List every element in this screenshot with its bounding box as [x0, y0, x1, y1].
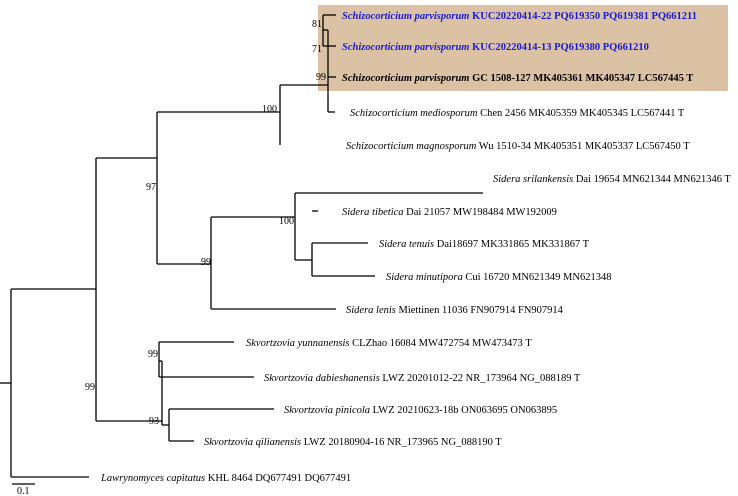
support-value: 99	[316, 72, 326, 83]
taxon-species-name: Schizocorticium parvisporum	[342, 11, 469, 22]
support-values: 81 71 99 100 97 100 99 99 99 93	[85, 19, 326, 427]
support-value: 81	[312, 19, 322, 30]
taxon-voucher: LWZ 20180904-16 NR_173965 NG_088190 T	[301, 437, 502, 448]
taxon-label: Sidera lenis Miettinen 11036 FN907914 FN…	[346, 305, 564, 316]
taxon-voucher: Miettinen 11036 FN907914 FN907914	[396, 305, 564, 316]
taxon-voucher: Cui 16720 MN621349 MN621348	[463, 272, 612, 283]
taxon-label: Schizocorticium mediosporum Chen 2456 MK…	[350, 108, 685, 119]
taxon-label: Sidera minutipora Cui 16720 MN621349 MN6…	[386, 272, 611, 283]
taxon-species-name: Skvortzovia dabieshanensis	[264, 373, 380, 384]
support-value: 99	[148, 349, 158, 360]
taxon-voucher: Dai18697 MK331865 MK331867 T	[434, 239, 590, 250]
taxon-label: Skvortzovia yunnanensis CLZhao 16084 MW4…	[246, 338, 532, 349]
taxon-voucher: GC 1508-127 MK405361 MK405347 LC567445 T	[469, 73, 693, 84]
support-value: 100	[279, 216, 294, 227]
support-value: 100	[262, 104, 277, 115]
taxon-species-name: Schizocorticium parvisporum	[342, 73, 469, 84]
support-value: 99	[85, 382, 95, 393]
taxon-label: Skvortzovia dabieshanensis LWZ 20201012-…	[264, 373, 581, 384]
support-value: 99	[201, 257, 211, 268]
taxon-voucher: KHL 8464 DQ677491 DQ677491	[205, 473, 351, 484]
parvisporum-highlight-box	[318, 5, 728, 91]
taxon-species-name: Sidera lenis	[346, 305, 396, 316]
taxon-voucher: CLZhao 16084 MW472754 MW473473 T	[350, 338, 533, 349]
taxon-species-name: Skvortzovia pinicola	[284, 405, 370, 416]
support-value: 93	[149, 416, 159, 427]
scale-bar: 0.1	[12, 483, 35, 496]
taxon-label: Sidera tenuis Dai18697 MK331865 MK331867…	[379, 239, 590, 250]
taxon-labels: Schizocorticium parvisporum KUC20220414-…	[100, 11, 731, 484]
support-value: 97	[146, 182, 156, 193]
taxon-label: Sidera srilankensis Dai 19654 MN621344 M…	[493, 174, 731, 185]
taxon-species-name: Sidera srilankensis	[493, 174, 573, 185]
taxon-species-name: Schizocorticium magnosporum	[346, 141, 477, 152]
taxon-label: Sidera tibetica Dai 21057 MW198484 MW192…	[342, 207, 557, 218]
taxon-species-name: Sidera minutipora	[386, 272, 463, 283]
taxon-species-name: Skvortzovia yunnanensis	[246, 338, 350, 349]
taxon-voucher: KUC20220414-13 PQ619380 PQ661210	[469, 42, 648, 53]
taxon-species-name: Sidera tenuis	[379, 239, 434, 250]
taxon-voucher: Chen 2456 MK405359 MK405345 LC567441 T	[477, 108, 684, 119]
taxon-label: Skvortzovia pinicola LWZ 20210623-18b ON…	[284, 405, 557, 416]
taxon-label: Schizocorticium parvisporum GC 1508-127 …	[342, 73, 693, 84]
taxon-label: Schizocorticium parvisporum KUC20220414-…	[342, 11, 697, 22]
taxon-species-name: Schizocorticium mediosporum	[350, 108, 478, 119]
taxon-voucher: Dai 19654 MN621344 MN621346 T	[573, 174, 731, 185]
scale-bar-label: 0.1	[17, 486, 30, 496]
taxon-label: Schizocorticium magnosporum Wu 1510-34 M…	[346, 141, 690, 152]
taxon-voucher: LWZ 20201012-22 NR_173964 NG_088189 T	[380, 373, 581, 384]
taxon-species-name: Schizocorticium parvisporum	[342, 42, 469, 53]
taxon-species-name: Sidera tibetica	[342, 207, 404, 218]
taxon-voucher: KUC20220414-22 PQ619350 PQ619381 PQ66121…	[469, 11, 697, 22]
taxon-label: Lawrynomyces capitatus KHL 8464 DQ677491…	[100, 473, 351, 484]
tree-branches	[0, 14, 483, 478]
taxon-voucher: Dai 21057 MW198484 MW192009	[404, 207, 557, 218]
taxon-species-name: Skvortzovia qilianensis	[204, 437, 301, 448]
taxon-voucher: LWZ 20210623-18b ON063695 ON063895	[370, 405, 557, 416]
taxon-species-name: Lawrynomyces capitatus	[100, 473, 205, 484]
support-value: 71	[312, 44, 322, 55]
taxon-voucher: Wu 1510-34 MK405351 MK405337 LC567450 T	[476, 141, 690, 152]
taxon-label: Schizocorticium parvisporum KUC20220414-…	[342, 42, 649, 53]
taxon-label: Skvortzovia qilianensis LWZ 20180904-16 …	[204, 437, 502, 448]
